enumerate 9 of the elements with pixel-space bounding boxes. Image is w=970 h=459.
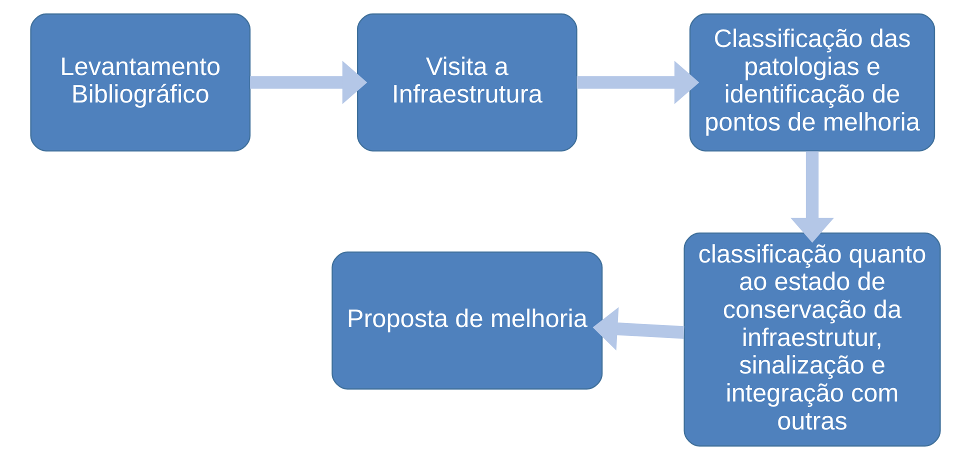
arrow	[592, 306, 684, 350]
node-box: Proposta de melhoria	[331, 251, 602, 390]
arrow	[576, 60, 699, 104]
node-box: Visita a Infraestrutura	[356, 12, 577, 151]
arrow	[790, 150, 834, 242]
node-box: classificação quanto ao estado de conservação da infraestrutur, sinalização e integração com outras	[683, 232, 940, 446]
arrow	[250, 60, 367, 104]
node-box: Classificação das patologias e identificação de pontos de melhoria	[688, 12, 935, 151]
node-box: Levantamento Bibliográfico	[30, 12, 250, 151]
